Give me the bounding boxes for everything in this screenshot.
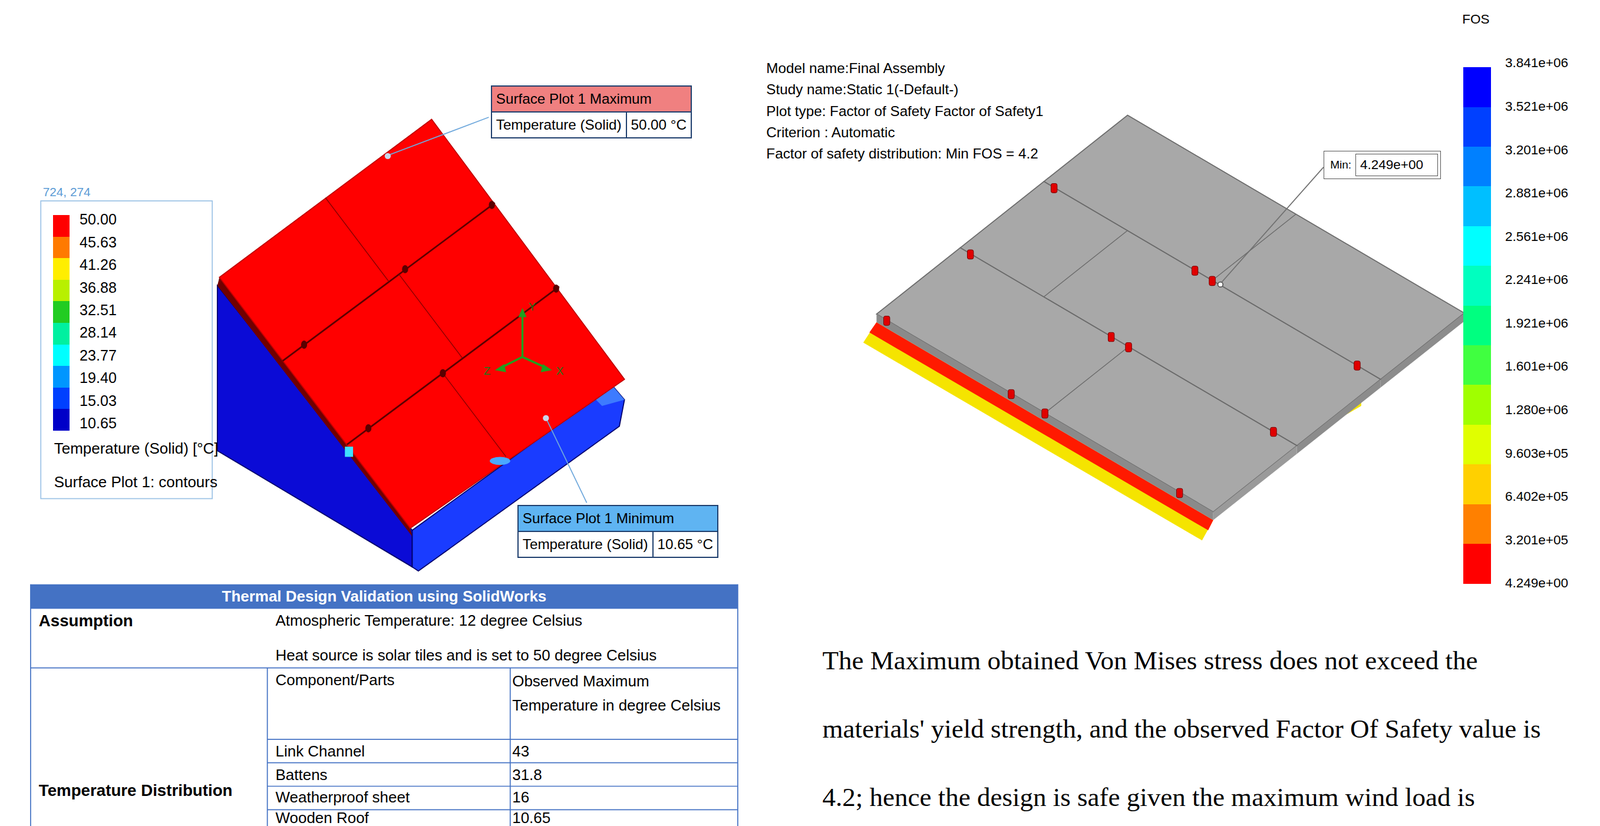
legend-swatch: [1463, 186, 1491, 227]
table-cell: Observed Maximum Temperature in degree C…: [512, 669, 732, 719]
thermal-model: [217, 117, 625, 572]
legend-swatch: [53, 344, 70, 367]
legend-swatch: [1463, 107, 1491, 148]
legend-swatch: [1463, 305, 1491, 346]
legend-swatch: [53, 236, 70, 259]
legend-value: 4.249e+00: [1505, 575, 1569, 592]
legend-swatch: [53, 408, 70, 431]
legend-value: 15.03: [79, 391, 117, 409]
study-info: Study name:Static 1(-Default-): [766, 81, 959, 98]
table-row-head: Temperature Distribution: [38, 781, 233, 801]
legend-swatch: [53, 365, 70, 388]
table-cell: Weatherproof sheet: [275, 789, 411, 807]
legend-swatch: [53, 387, 70, 410]
legend-swatch: [53, 215, 70, 237]
colorbar-title: FOS: [1462, 11, 1490, 28]
table-cell: Wooden Roof: [275, 809, 369, 826]
axis-label: X: [556, 364, 564, 378]
legend-swatch: [1463, 384, 1491, 425]
legend-swatch: [53, 322, 70, 345]
results-table-grid: [30, 584, 738, 826]
callout-cell: Temperature (Solid): [518, 532, 654, 557]
legend-value: 1.280e+06: [1505, 402, 1569, 418]
min-label: Min:: [1325, 158, 1356, 172]
legend-swatch: [1463, 543, 1491, 585]
table-cell: Component/Parts: [275, 671, 395, 690]
callout-value: Temperature (Solid): [522, 536, 649, 553]
callout-title: Surface Plot 1 Maximum: [496, 90, 652, 107]
legend-value: 41.26: [79, 256, 117, 274]
study-info: Criterion : Automatic: [766, 124, 895, 141]
table-row-head: Assumption: [38, 612, 134, 632]
table-cell: 16: [512, 789, 530, 807]
legend-swatch: [1463, 146, 1491, 187]
legend-value: 36.88: [79, 278, 117, 296]
legend-value: 32.51: [79, 301, 117, 319]
legend-value: 3.841e+06: [1505, 55, 1569, 71]
callout-title: Surface Plot 1 Minimum: [522, 510, 675, 527]
axis-label: Z: [483, 364, 491, 378]
legend-title: Temperature (Solid) [°C]: [54, 440, 219, 458]
table-cell: 31.8: [512, 766, 543, 785]
legend-swatch: [1463, 464, 1491, 505]
table-cell: Link Channel: [275, 743, 366, 761]
callout-value: 50.00 °C: [630, 116, 687, 133]
study-info: Plot type: Factor of Safety Factor of Sa…: [766, 103, 1044, 120]
legend-swatch: [1463, 265, 1491, 306]
table-cell: Heat source is solar tiles and is set to…: [275, 647, 658, 665]
legend-value: 6.402e+05: [1505, 489, 1569, 505]
table-cell: Atmospheric Temperature: 12 degree Celsi…: [275, 612, 583, 631]
legend-swatch: [53, 301, 70, 323]
legend-value: 2.881e+06: [1505, 185, 1569, 201]
legend-value: 2.241e+06: [1505, 272, 1569, 288]
table-cell: 10.65: [512, 809, 551, 826]
callout-header: Surface Plot 1 Maximum: [492, 86, 691, 113]
result-callout: Surface Plot 1 MaximumTemperature (Solid…: [490, 85, 692, 139]
min-value: 4.249e+00: [1355, 153, 1438, 177]
legend-swatch: [53, 279, 70, 302]
legend-value: 9.603e+05: [1505, 446, 1569, 462]
legend-swatch: [1463, 504, 1491, 545]
legend-value: 2.561e+06: [1505, 229, 1569, 245]
callout-value: Temperature (Solid): [496, 116, 622, 133]
callout-row: Temperature (Solid) 10.65 °C: [518, 532, 718, 557]
legend-value: 10.65: [79, 414, 117, 432]
legend-value: 45.63: [79, 233, 117, 251]
conclusion-paragraph: The Maximum obtained Von Mises stress do…: [822, 626, 1575, 826]
callout-cell: 10.65 °C: [653, 532, 718, 557]
study-info: Factor of safety distribution: Min FOS =…: [766, 146, 1038, 163]
legend-value: 3.201e+05: [1505, 532, 1569, 549]
callout-row: Temperature (Solid) 50.00 °C: [492, 112, 691, 138]
callout-header: Surface Plot 1 Minimum: [518, 506, 718, 533]
legend-subtitle: Surface Plot 1: contours: [54, 473, 218, 492]
legend-value: 28.14: [79, 324, 117, 342]
min-callout: Min:4.249e+00: [1323, 150, 1441, 179]
callout-cell: Temperature (Solid): [492, 112, 628, 138]
legend-value: 23.77: [79, 346, 117, 364]
axis-label: Y: [528, 300, 537, 314]
legend-value: 1.601e+06: [1505, 359, 1569, 375]
table-cell: Battens: [275, 766, 328, 785]
legend-value: 50.00: [79, 210, 117, 229]
legend-value: 1.921e+06: [1505, 315, 1569, 332]
legend-value: 19.40: [79, 369, 117, 387]
callout-cell: 50.00 °C: [627, 112, 691, 138]
table-cell: 43: [512, 743, 530, 761]
callout-value: 10.65 °C: [657, 536, 714, 553]
legend-swatch: [1463, 424, 1491, 465]
study-info: Model name:Final Assembly: [766, 60, 945, 77]
legend-swatch: [1463, 226, 1491, 267]
result-callout: Surface Plot 1 MinimumTemperature (Solid…: [517, 505, 719, 559]
fos-model: [863, 115, 1465, 541]
table-header: Thermal Design Validation using SolidWor…: [30, 588, 738, 606]
legend-swatch: [1463, 345, 1491, 386]
legend-swatch: [1463, 67, 1491, 108]
legend-swatch: [53, 258, 70, 280]
coordinate-readout: 724, 274: [43, 185, 91, 200]
legend-value: 3.521e+06: [1505, 99, 1569, 115]
legend-value: 3.201e+06: [1505, 142, 1569, 158]
